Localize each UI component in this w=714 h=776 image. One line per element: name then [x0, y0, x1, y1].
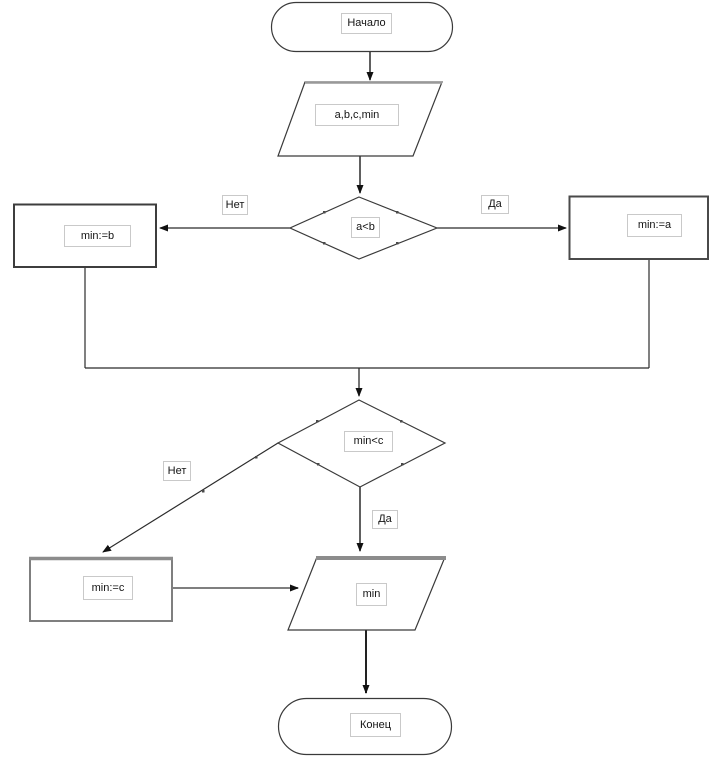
anchor-dots [202, 211, 404, 493]
node-output-label[interactable]: min [356, 583, 387, 606]
branch-no2-label[interactable]: Нет [163, 461, 191, 481]
node-assign-b-label[interactable]: min:=b [64, 225, 131, 247]
anchor-dot [401, 463, 404, 466]
anchor-dot [323, 211, 326, 214]
node-decision1-label[interactable]: a<b [351, 217, 380, 238]
node-start-label[interactable]: Начало [341, 13, 392, 34]
anchor-dot [323, 242, 326, 245]
anchor-dot [255, 456, 258, 459]
node-decision2-label[interactable]: min<c [344, 431, 393, 452]
node-assign-c-label[interactable]: min:=c [83, 576, 133, 600]
branch-yes2-label[interactable]: Да [372, 510, 398, 529]
node-assign-a-label[interactable]: min:=a [627, 214, 682, 237]
branch-yes1-label[interactable]: Да [481, 195, 509, 214]
anchor-dot [396, 211, 399, 214]
anchor-dot [316, 420, 319, 423]
node-end-label[interactable]: Конец [350, 713, 401, 737]
branch-no1-label[interactable]: Нет [222, 195, 248, 215]
node-input-label[interactable]: a,b,c,min [315, 104, 399, 126]
anchor-dot [396, 242, 399, 245]
connector-decision2-no-branch [102, 442, 279, 553]
anchor-dot [317, 463, 320, 466]
anchor-dot [400, 420, 403, 423]
anchor-dot [202, 490, 205, 493]
node-assign-b-rect[interactable] [13, 203, 157, 268]
